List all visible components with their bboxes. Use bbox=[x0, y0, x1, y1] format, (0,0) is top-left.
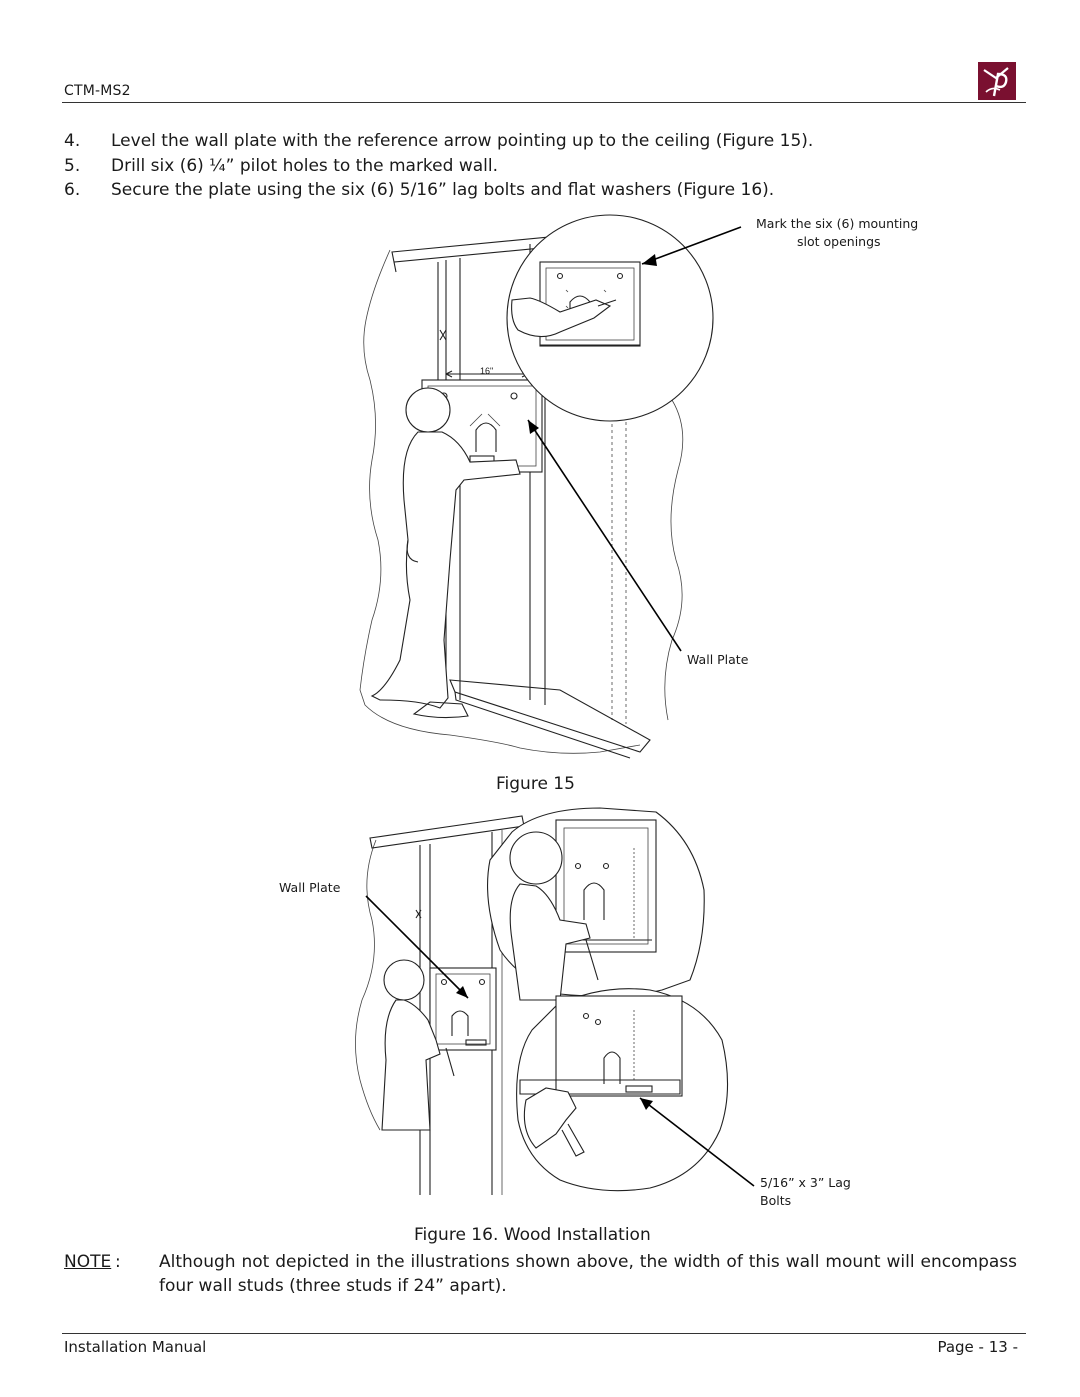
maroon-p-logo-icon bbox=[978, 62, 1016, 100]
step-number: 5. bbox=[64, 156, 81, 176]
header-rule bbox=[62, 102, 1026, 103]
footer-manual-title: Installation Manual bbox=[64, 1338, 207, 1356]
figure-15-drawing bbox=[359, 214, 742, 759]
note-text: Although not depicted in the illustratio… bbox=[159, 1252, 1017, 1296]
step-number: 6. bbox=[64, 180, 81, 200]
step-6: 6. Secure the plate using the six (6) 5/1… bbox=[64, 179, 774, 201]
note-label: NOTE bbox=[64, 1252, 112, 1272]
caption-title: Wood Installation bbox=[498, 1225, 651, 1245]
figure-15-caption: Figure 15 bbox=[496, 774, 575, 794]
step-text: Level the wall plate with the reference … bbox=[111, 131, 814, 151]
callout-line: 5/16” x 3” Lag bbox=[760, 1175, 851, 1190]
dimension-label: 16" bbox=[480, 366, 494, 376]
step-4: 4. Level the wall plate with the referenc… bbox=[64, 130, 813, 152]
document-model-label: CTM-MS2 bbox=[64, 83, 131, 99]
footer-rule bbox=[62, 1333, 1026, 1334]
callout-line: Mark the six (6) mounting bbox=[756, 216, 919, 231]
callout-mark-openings: Mark the six (6) mounting slot openings bbox=[756, 215, 918, 251]
callout-line: slot openings bbox=[797, 234, 881, 249]
note-colon: : bbox=[115, 1252, 121, 1272]
callout-line: Bolts bbox=[760, 1193, 792, 1208]
step-number: 4. bbox=[64, 131, 81, 151]
figure-16-caption: Figure 16. Wood Installation bbox=[414, 1225, 651, 1245]
footer-page-number: Page - 13 - bbox=[937, 1338, 1018, 1356]
callout-wall-plate: Wall Plate bbox=[687, 652, 749, 667]
figure-16-drawing bbox=[355, 807, 755, 1195]
callout-lag-bolts: 5/16” x 3” Lag Bolts bbox=[760, 1174, 851, 1210]
step-text: Drill six (6) ¼” pilot holes to the mark… bbox=[111, 156, 498, 176]
caption-figure-number: Figure 16. bbox=[414, 1225, 499, 1245]
callout-wall-plate: Wall Plate bbox=[279, 880, 341, 895]
step-text: Secure the plate using the six (6) 5/16”… bbox=[111, 180, 775, 200]
step-5: 5. Drill six (6) ¼” pilot holes to the ma… bbox=[64, 155, 498, 177]
